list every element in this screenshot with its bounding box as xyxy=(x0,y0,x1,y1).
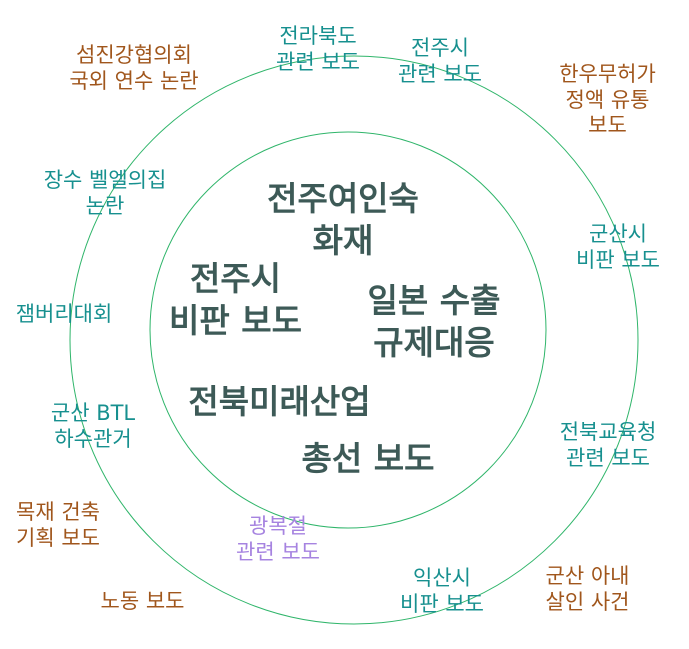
outer-topic-3-line1: 목재 건축 xyxy=(16,500,100,524)
ring-topic-7-line2: 관련 보도 xyxy=(566,445,650,470)
ring-topic-3: 장수 벨엘의집 논란 xyxy=(27,168,183,219)
ring-topic-1: 전라북도 관련 보도 xyxy=(263,24,373,75)
outer-topic-5-line2: 살인 사건 xyxy=(545,589,630,614)
core-topic-5-line1: 총선 보도 xyxy=(301,439,435,478)
ring-topic-9-line2: 비판 보도 xyxy=(400,591,484,616)
core-topic-5: 총선 보도 xyxy=(288,438,448,480)
ring-topic-1-line1: 전라북도 xyxy=(279,24,357,48)
core-topic-1: 전주여인숙 화재 xyxy=(248,178,438,262)
core-topic-3: 일본 수출 규제대응 xyxy=(350,280,518,364)
ring-topic-3-line2: 논란 xyxy=(85,193,125,218)
core-topic-1-line1: 전주여인숙 xyxy=(267,179,419,218)
ring-topic-9: 익산시 비판 보도 xyxy=(382,566,502,617)
outer-topic-1-line2: 국외 연수 논란 xyxy=(69,68,199,93)
core-topic-4: 전북미래산업 xyxy=(172,381,387,423)
outer-topic-4: 노동 보도 xyxy=(85,589,200,615)
ring-topic-4-line1: 군산시 xyxy=(589,222,647,246)
ring-topic-4: 군산시 비판 보도 xyxy=(558,222,678,273)
ring-topic-7-line1: 전북교육청 xyxy=(559,420,657,444)
ring-topic-2: 전주시 관련 보도 xyxy=(385,36,495,87)
ring-topic-8: 광복절 관련 보도 xyxy=(218,514,338,565)
ring-topic-6: 군산 BTL 하수관거 xyxy=(33,401,153,452)
outer-ring xyxy=(69,55,639,625)
core-topic-3-line1: 일본 수출 xyxy=(367,281,501,320)
outer-topic-2-line2: 정액 유통 xyxy=(565,87,650,112)
core-topic-3-line2: 규제대응 xyxy=(373,323,495,363)
ring-topic-6-line1: 군산 BTL xyxy=(50,401,136,425)
core-topic-2-line1: 전주시 xyxy=(189,259,282,298)
outer-topic-5: 군산 아내 살인 사건 xyxy=(525,564,650,615)
core-topic-4-line1: 전북미래산업 xyxy=(188,382,371,421)
ring-topic-7: 전북교육청 관련 보도 xyxy=(538,420,678,471)
ring-topic-4-line2: 비판 보도 xyxy=(576,247,660,272)
core-topic-2-line2: 비판 보도 xyxy=(169,301,302,341)
ring-topic-5: 잼버리대회 xyxy=(4,302,124,328)
outer-topic-2-line3: 보도 xyxy=(588,113,627,138)
ring-topic-6-line2: 하수관거 xyxy=(54,426,132,451)
ring-topic-8-line2: 관련 보도 xyxy=(236,539,320,564)
outer-topic-2-line1: 한우무허가 xyxy=(559,62,656,86)
outer-topic-3: 목재 건축 기획 보도 xyxy=(2,500,114,551)
ring-topic-8-line1: 광복절 xyxy=(249,514,307,538)
core-topic-2: 전주시 비판 보도 xyxy=(153,258,318,342)
outer-topic-1-line1: 섬진강협의회 xyxy=(76,43,192,67)
ring-topic-2-line2: 관련 보도 xyxy=(398,61,482,86)
core-topic-1-line2: 화재 xyxy=(312,221,374,261)
ring-topic-1-line2: 관련 보도 xyxy=(276,49,360,74)
outer-topic-4-line1: 노동 보도 xyxy=(100,589,185,613)
ring-topic-3-line1: 장수 벨엘의집 xyxy=(43,168,167,192)
ring-topic-2-line1: 전주시 xyxy=(411,36,469,60)
ring-topic-5-line1: 잼버리대회 xyxy=(15,302,113,326)
outer-topic-3-line2: 기획 보도 xyxy=(16,525,100,550)
outer-topic-5-line1: 군산 아내 xyxy=(545,564,630,588)
inner-ring xyxy=(149,131,547,529)
ring-topic-9-line1: 익산시 xyxy=(413,566,471,590)
outer-topic-1: 섬진강협의회 국외 연수 논란 xyxy=(45,43,223,94)
outer-topic-2: 한우무허가 정액 유통 보도 xyxy=(540,62,675,139)
